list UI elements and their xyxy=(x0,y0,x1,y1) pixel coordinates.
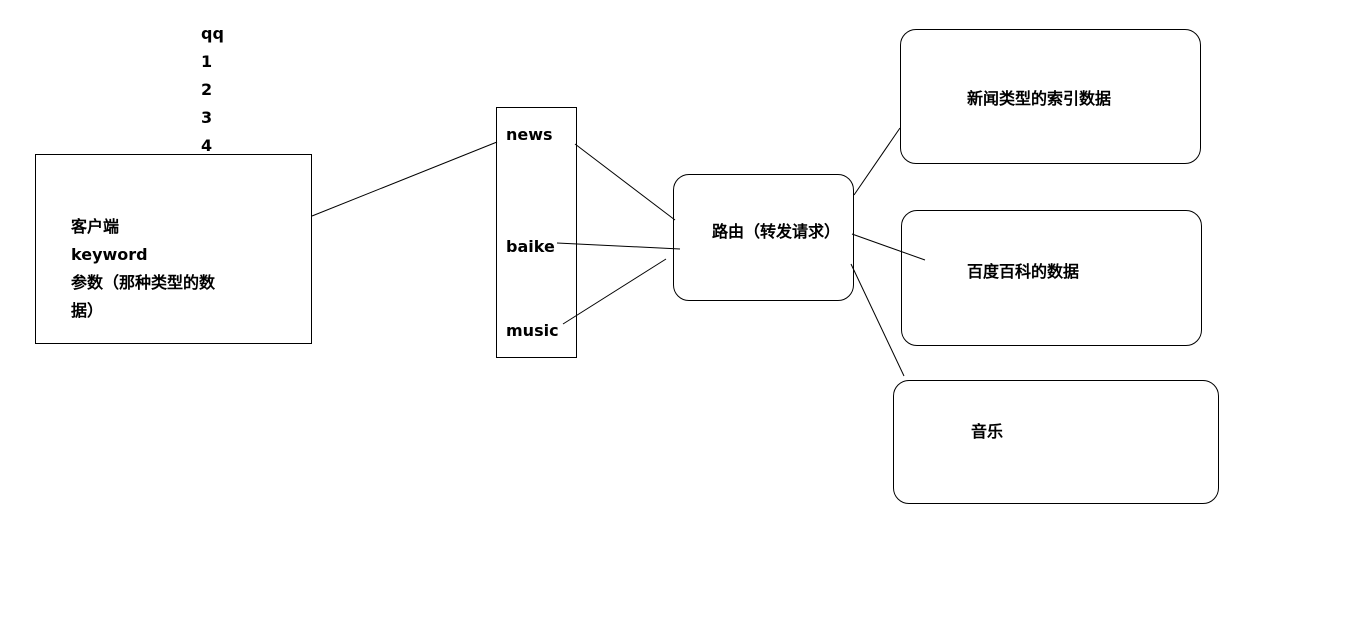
music-target-box: 音乐 xyxy=(893,380,1219,504)
type-column-box: news baike music xyxy=(496,107,577,358)
baike-to-router-line xyxy=(556,242,681,250)
client-param-line: 参数（那种类型的数 xyxy=(71,273,216,292)
top-list-item: 4 xyxy=(201,136,213,155)
top-list-item: qq xyxy=(201,24,224,43)
type-news-label: news xyxy=(506,125,553,144)
news-index-label: 新闻类型的索引数据 xyxy=(967,89,1112,108)
news-index-box: 新闻类型的索引数据 xyxy=(900,29,1201,164)
news-to-router-line xyxy=(574,143,676,221)
baike-data-label: 百度百科的数据 xyxy=(967,262,1080,281)
router-label: 路由（转发请求） xyxy=(712,222,841,241)
router-to-news-index-line xyxy=(853,127,901,196)
client-keyword: keyword xyxy=(71,245,148,264)
top-list-item: 2 xyxy=(201,80,213,99)
music-target-label: 音乐 xyxy=(971,422,1004,441)
type-music-label: music xyxy=(506,321,559,340)
client-box: 客户端 keyword 参数（那种类型的数 据） xyxy=(35,154,312,344)
top-list-item: 3 xyxy=(201,108,213,127)
router-to-music-line xyxy=(850,263,905,377)
top-list-item: 1 xyxy=(201,52,213,71)
client-title: 客户端 xyxy=(71,217,120,236)
router-box: 路由（转发请求） xyxy=(673,174,854,301)
music-to-router-line xyxy=(562,258,667,325)
top-list: qq 1 2 3 4 xyxy=(201,20,224,160)
type-baike-label: baike xyxy=(506,237,555,256)
router-to-baike-line xyxy=(851,233,926,261)
client-text: 客户端 keyword 参数（那种类型的数 据） xyxy=(71,213,246,325)
baike-data-box: 百度百科的数据 xyxy=(901,210,1202,346)
client-param-line: 据） xyxy=(71,301,104,320)
client-to-types-line xyxy=(311,141,498,217)
